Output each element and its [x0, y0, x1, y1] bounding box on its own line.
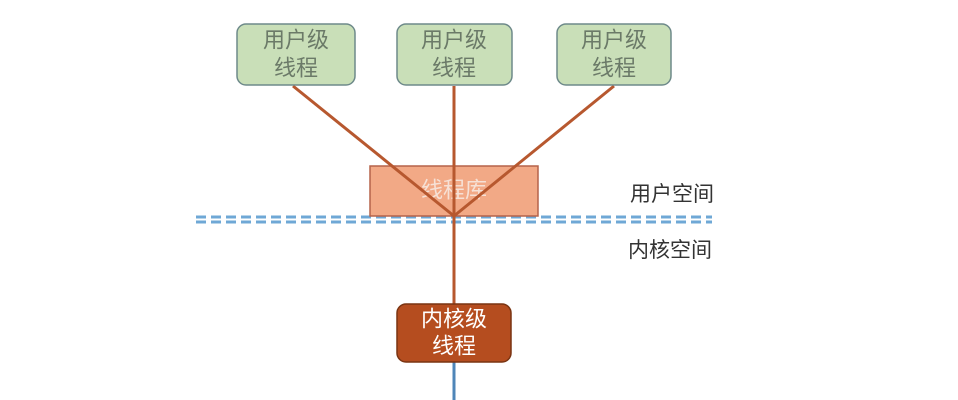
connector-user-thread-1	[292, 84, 455, 218]
connector-user-thread-3	[453, 84, 615, 218]
user-thread-label-line1: 用户级	[581, 29, 647, 54]
kernel-thread-box	[396, 303, 512, 363]
user-thread-box	[236, 23, 356, 86]
kernel-thread-label-line2: 线程	[432, 335, 476, 360]
connectors	[292, 84, 615, 400]
kernel-thread: 内核级 线程	[396, 303, 512, 363]
kernel-thread-label-line1: 内核级	[421, 308, 487, 333]
user-thread-label-line2: 线程	[274, 57, 318, 82]
user-thread-label-line2: 线程	[432, 57, 476, 82]
user-thread-box	[396, 23, 513, 86]
user-thread-label-line1: 用户级	[421, 29, 487, 54]
user-thread-1: 用户级 线程	[236, 23, 356, 86]
user-thread-label-line2: 线程	[592, 57, 636, 82]
user-thread-2: 用户级 线程	[396, 23, 513, 86]
user-thread-box	[556, 23, 672, 86]
user-thread-label-line1: 用户级	[263, 29, 329, 54]
user-space-label: 用户空间	[630, 182, 714, 206]
kernel-space-label: 内核空间	[628, 238, 712, 262]
user-thread-3: 用户级 线程	[556, 23, 672, 86]
